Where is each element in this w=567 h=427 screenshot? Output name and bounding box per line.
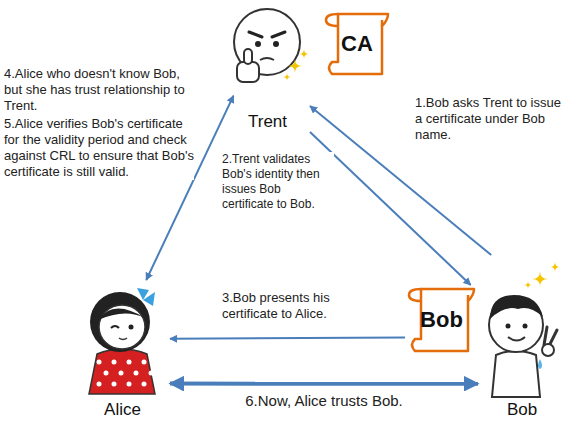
bangs (98, 308, 145, 320)
eye (129, 325, 134, 330)
scroll-curl (467, 295, 470, 301)
step-label: 6.Now, Alice trusts Bob. (170, 391, 478, 410)
step-label: 1.Bob asks Trent to issue a certificate … (415, 95, 565, 143)
person-figure: Trent (225, 2, 310, 132)
dress-dot (142, 360, 147, 365)
mouth (508, 337, 525, 341)
eye (523, 324, 528, 329)
hand (542, 344, 554, 356)
hair (490, 295, 543, 319)
person-name: Bob (507, 400, 537, 420)
certificate-title: CA (341, 31, 373, 56)
finger (544, 327, 547, 345)
face (99, 305, 145, 349)
dress-dot (97, 360, 102, 365)
step-label: 2.Trent validates Bob's identity then is… (222, 152, 334, 212)
dress-dot (134, 371, 139, 376)
eyebrow (249, 32, 262, 37)
scroll-curl (409, 289, 421, 301)
dress-dot (127, 382, 132, 387)
certificate-scroll: CA (322, 10, 392, 78)
eye (273, 41, 279, 47)
hair (90, 292, 150, 352)
sparkle (550, 262, 560, 272)
person-figure: Alice (75, 280, 170, 420)
arrow-connector (310, 132, 471, 285)
person-drawing (75, 280, 170, 420)
certificate-title: Bob (420, 307, 463, 332)
sparkle (532, 271, 548, 287)
sweat-drop (538, 359, 542, 369)
person-name: Alice (104, 400, 141, 420)
dress-dot (149, 371, 154, 376)
scroll-outline (329, 14, 388, 74)
step-label: 3.Bob presents his certificate to Alice. (222, 290, 357, 322)
dress-dot (127, 360, 132, 365)
arrow-connector (170, 382, 478, 386)
scroll-curl (381, 20, 384, 26)
mouth (119, 338, 127, 340)
thumb (244, 49, 252, 64)
body (492, 351, 540, 397)
step-label: 4.Alice who doesn't know Bob, but she ha… (4, 66, 194, 114)
arrow-connector (170, 338, 405, 339)
dress-dot (104, 371, 109, 376)
dress-dot (142, 382, 147, 387)
scroll-curl (326, 14, 338, 26)
bow (137, 288, 149, 300)
person-drawing (478, 255, 566, 420)
sparkle (524, 281, 532, 289)
eye (255, 41, 261, 47)
wink-eye (111, 326, 119, 328)
eyebrow (272, 32, 285, 37)
person-name: Trent (248, 112, 287, 132)
sparkle (299, 49, 309, 59)
dress-dot (112, 382, 117, 387)
step-label: 5.Alice verifies Bob's certificate for t… (4, 116, 194, 180)
person-figure: Bob (478, 255, 566, 420)
mouth (260, 58, 274, 60)
eye (506, 324, 511, 329)
dress (89, 349, 155, 394)
sparkle (288, 59, 302, 73)
sparkle (283, 73, 291, 81)
dress-dot (97, 382, 102, 387)
certificate-scroll: Bob (405, 285, 478, 355)
dress-dot (119, 371, 124, 376)
scroll-outline (412, 289, 474, 351)
dress-dot (112, 360, 117, 365)
